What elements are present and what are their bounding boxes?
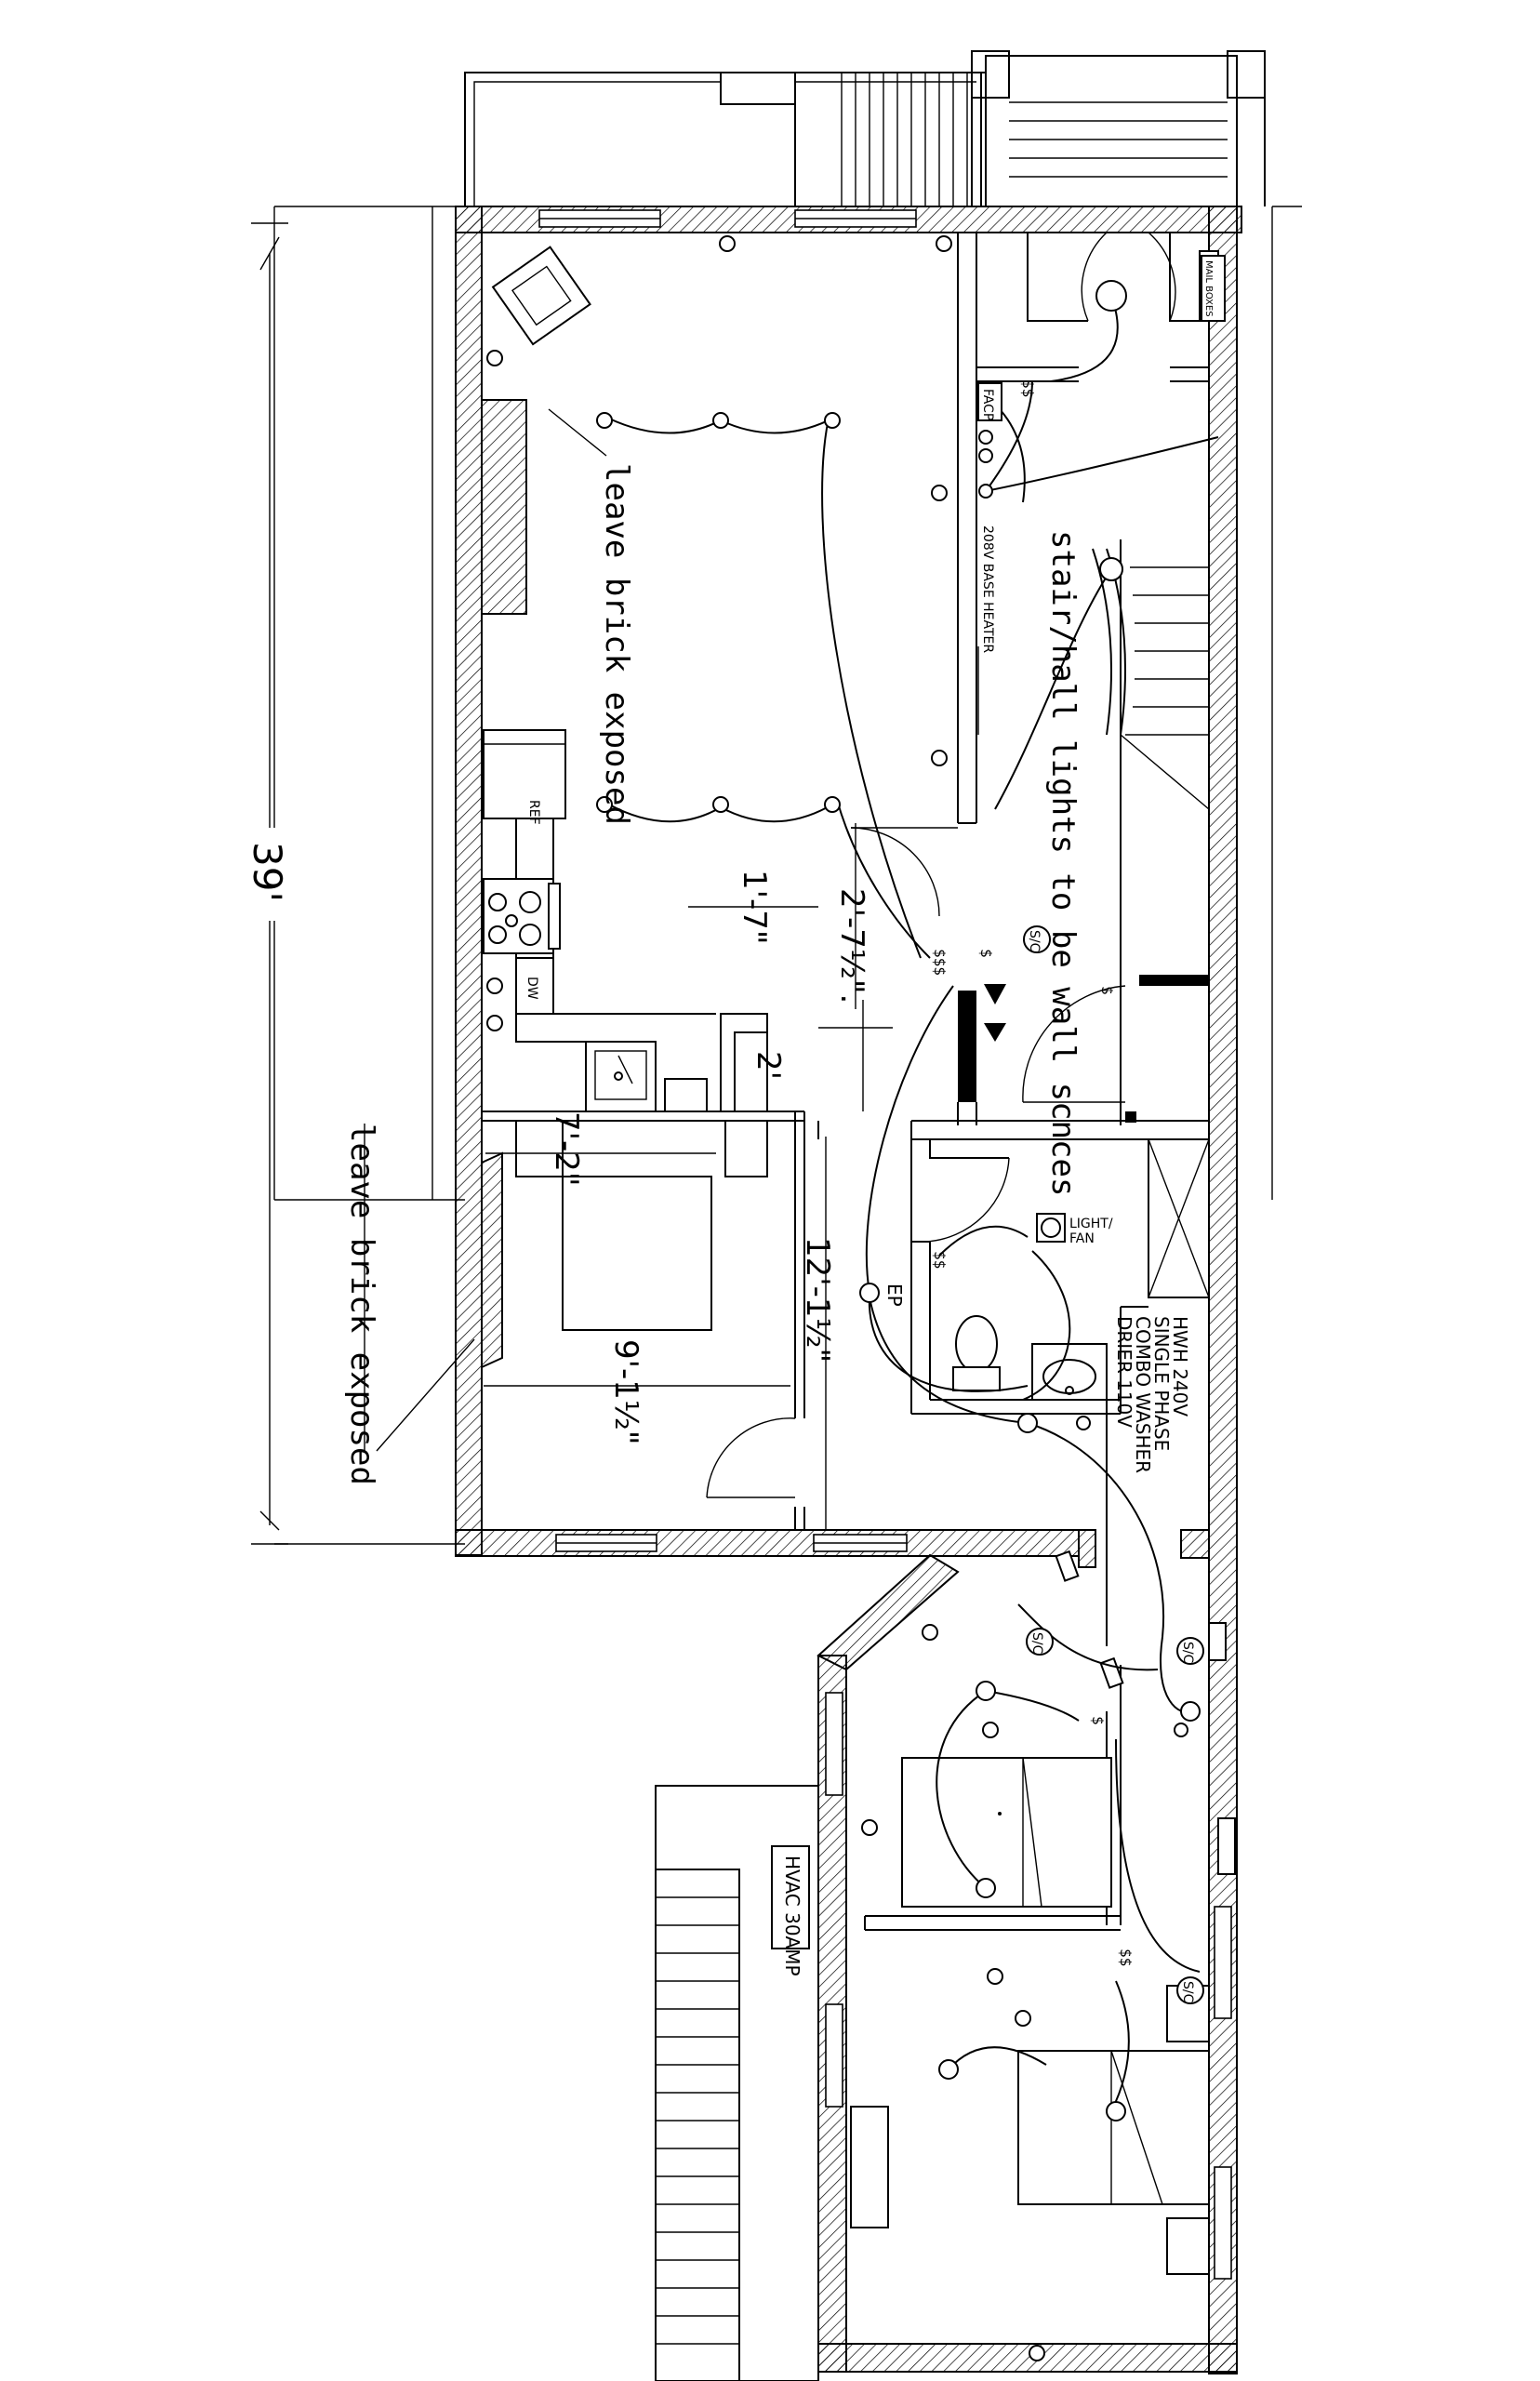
- lot-lines: [273, 206, 1302, 1545]
- note-brick-left: leave brick exposed: [343, 1124, 380, 1485]
- doors: [706, 232, 1176, 1498]
- mailbox-label: MAIL BOXES: [1203, 260, 1214, 317]
- overall-dimension: 39': [245, 842, 290, 902]
- exterior-stair: HVAC 30AMP: [655, 1785, 819, 2381]
- porch: [464, 50, 1266, 207]
- dimensions: 39' 1'-7" 2'-7½". 2' 7'-2" 9'-1½" 12'-1½…: [245, 222, 893, 1545]
- hwh-label-2: SINGLE PHASE: [1150, 1316, 1173, 1451]
- equipment-labels: FACP 208V BASE HEATER MAIL BOXES LIGHT/ …: [883, 255, 1226, 1473]
- smoke-detectors: S/C S/C S/C S/C: [1023, 925, 1204, 2004]
- switch-stair-2: $: [1098, 986, 1116, 995]
- note-brick-upper: leave brick exposed: [598, 463, 635, 825]
- notes: leave brick exposed leave brick exposed …: [343, 408, 1082, 1485]
- light-fan-label-1: LIGHT/: [1069, 1217, 1113, 1231]
- switches: $$ $$$ $ $ $$ $ $$: [931, 379, 1135, 1966]
- hwh-label-3: COMBO WASHER: [1132, 1316, 1154, 1473]
- dim-2-7-half: 2'-7½".: [833, 888, 870, 1004]
- smoke-label-3: S/C: [1180, 1642, 1195, 1664]
- dim-1-7: 1'-7": [736, 870, 773, 945]
- switch-bed1: $: [1089, 1716, 1107, 1725]
- smoke-label-1: S/C: [1027, 930, 1042, 952]
- ref-label: REF: [526, 800, 541, 825]
- light-fixtures: [486, 235, 1201, 2361]
- switch-hall: $$: [1019, 379, 1037, 397]
- hvac-label: HVAC 30AMP: [781, 1856, 803, 1976]
- armchair: [491, 246, 591, 346]
- hwh-label-4: DRIER 110V: [1113, 1316, 1135, 1428]
- dim-2: 2': [750, 1051, 787, 1080]
- windows: [538, 209, 1232, 2280]
- switch-bath: $$: [931, 1251, 949, 1269]
- ep-label: EP: [883, 1284, 906, 1307]
- furniture: [515, 1120, 1210, 2275]
- smoke-label-2: S/C: [1029, 1632, 1044, 1655]
- facp-label: FACP: [980, 389, 995, 420]
- dim-12-1-half: 12'-1½": [799, 1237, 836, 1363]
- wiring: [608, 295, 1219, 2112]
- hwh-label-1: HWH 240V: [1169, 1316, 1191, 1417]
- switch-bed2: $$: [1117, 1949, 1135, 1966]
- switch-living: $$$: [931, 949, 949, 976]
- kitchen: REF DW: [483, 729, 716, 1112]
- light-fan-label-2: FAN: [1069, 1231, 1095, 1246]
- porch-stair: [841, 73, 968, 206]
- switch-stair: $: [977, 949, 995, 958]
- smoke-label-4: S/C: [1180, 1981, 1195, 2003]
- base-heater-label: 208V BASE HEATER: [980, 525, 995, 653]
- dim-9-1-half: 9'-1½": [607, 1339, 644, 1444]
- note-stair: stair/hall lights to be wall scnces: [1044, 530, 1082, 1196]
- dw-label: DW: [524, 977, 539, 1000]
- interior-stair: [1092, 548, 1210, 810]
- dim-7-2: 7'-2": [548, 1111, 585, 1187]
